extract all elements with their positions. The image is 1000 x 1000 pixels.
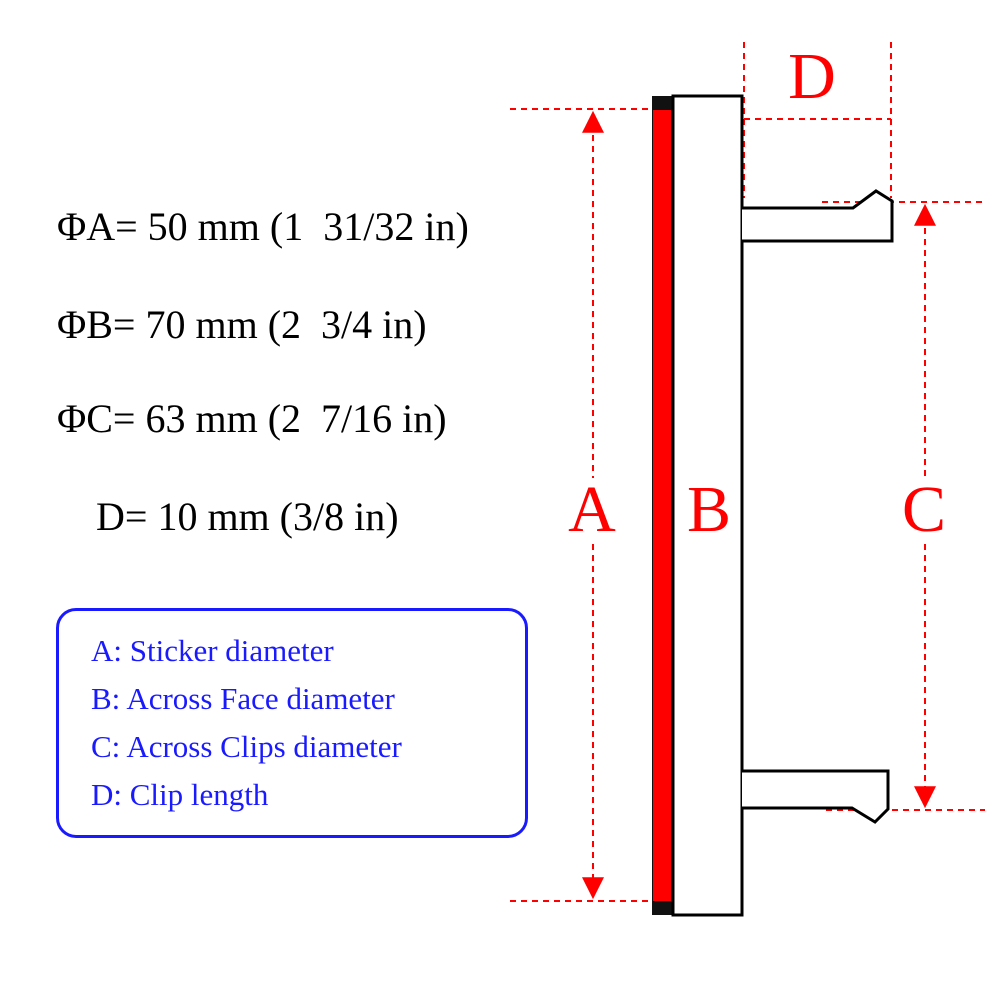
legend-item-c: C: Across Clips diameter [91,729,402,764]
legend-item-d: D: Clip length [91,777,269,812]
hubcap-face [671,94,744,917]
clip-top [742,189,894,243]
spec-diameter-c: ΦC= 63 mm (2 7/16 in) [57,396,447,441]
dimension-label-a: A [568,473,616,546]
spec-clip-length-d: D= 10 mm (3/8 in) [96,494,399,539]
dimension-label-c: C [902,473,946,546]
clip-bottom [742,769,890,824]
dimension-label-d: D [788,40,836,113]
spec-diameter-a: ΦA= 50 mm (1 31/32 in) [57,204,469,249]
sticker [653,110,671,901]
legend-item-b: B: Across Face diameter [91,681,395,716]
dimension-label-b: B [687,473,731,546]
legend-item-a: A: Sticker diameter [91,633,334,668]
spec-diameter-b: ΦB= 70 mm (2 3/4 in) [57,302,427,347]
legend-box: A: Sticker diameter B: Across Face diame… [56,608,528,838]
